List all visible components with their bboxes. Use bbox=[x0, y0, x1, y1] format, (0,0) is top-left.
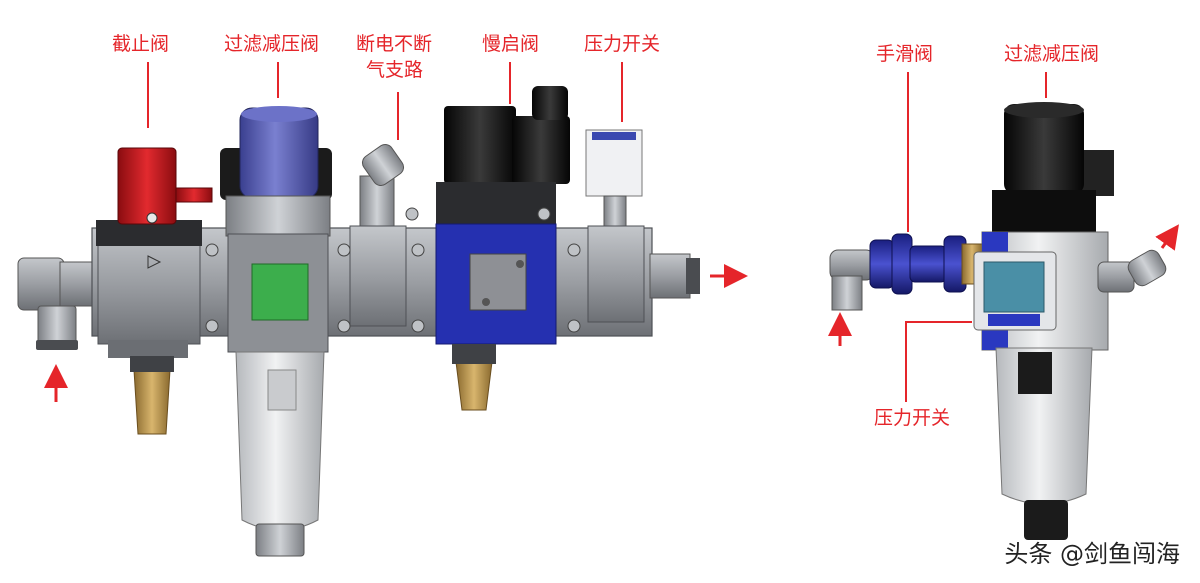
soft-start-valve bbox=[435, 86, 570, 411]
label-slide-valve: 手滑阀 bbox=[876, 43, 934, 65]
outlet-fitting bbox=[649, 253, 700, 299]
outlet-arrow-right bbox=[1155, 224, 1179, 251]
label-branch-line-2: 气支路 bbox=[366, 59, 424, 81]
manifold-bolts bbox=[205, 207, 581, 333]
shutoff-valve bbox=[96, 147, 213, 435]
label-filter-regulator-left: 过滤减压阀 bbox=[224, 33, 320, 55]
slide-valve bbox=[869, 233, 983, 295]
watermark: 头条 @剑鱼闯海 bbox=[1004, 540, 1180, 568]
pressure-switch-right bbox=[973, 251, 1057, 331]
label-shutoff-valve: 截止阀 bbox=[112, 33, 170, 55]
right-inlet-elbow bbox=[829, 249, 875, 311]
label-pressure-switch-right: 压力开关 bbox=[874, 407, 951, 429]
right-assembly bbox=[829, 102, 1167, 540]
label-branch-line-1: 断电不断 bbox=[356, 33, 433, 55]
filter-regulator-left bbox=[220, 106, 332, 557]
left-assembly bbox=[17, 86, 700, 557]
flow-arrows bbox=[44, 224, 1179, 402]
pressure-switch-left bbox=[585, 129, 645, 323]
inlet-elbow-fitting bbox=[17, 257, 99, 350]
label-pressure-switch-left: 压力开关 bbox=[584, 33, 661, 55]
right-outlet-elbow bbox=[1097, 249, 1167, 293]
branch-line-fitting bbox=[349, 143, 407, 327]
label-soft-start-valve: 慢启阀 bbox=[482, 33, 540, 55]
label-filter-regulator-right: 过滤减压阀 bbox=[1004, 43, 1100, 65]
leader-lines bbox=[147, 62, 1047, 402]
